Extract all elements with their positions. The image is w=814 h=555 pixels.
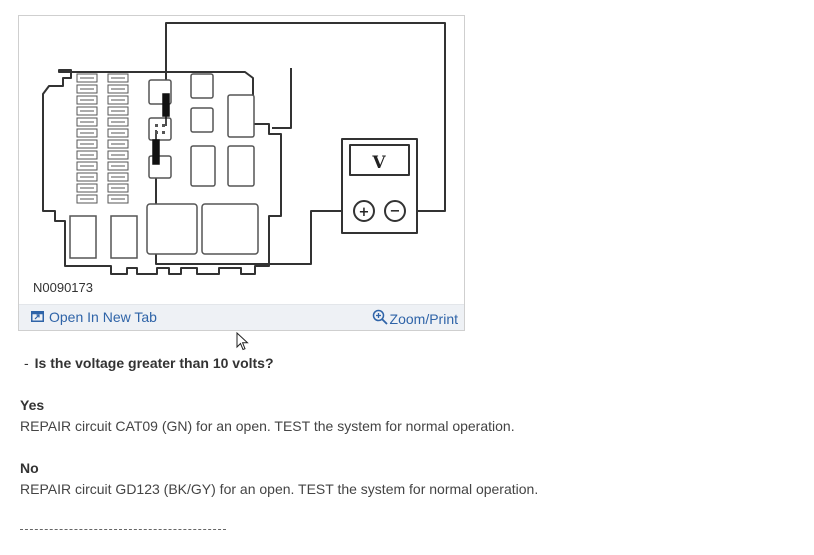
fuse-slot	[190, 145, 216, 187]
relay	[146, 203, 198, 255]
voltmeter-plus-terminal	[353, 200, 375, 222]
relay	[201, 203, 259, 255]
open-in-new-tab-icon	[31, 309, 44, 325]
negative-lead-wire	[165, 22, 446, 212]
zoom-print-link[interactable]: Zoom/Print	[372, 309, 458, 328]
yes-label: Yes	[20, 397, 45, 413]
voltmeter-display	[349, 144, 410, 176]
probe-negative	[162, 93, 170, 117]
zoom-in-icon	[372, 309, 388, 328]
fuse-slot	[227, 94, 255, 138]
wiring-figure: V + − N0090173 Open In New Tab	[18, 15, 465, 331]
no-instruction: REPAIR circuit GD123 (BK/GY) for an open…	[20, 481, 539, 497]
zoom-print-label: Zoom/Print	[389, 310, 458, 327]
step-question: -Is the voltage greater than 10 volts?	[24, 355, 274, 371]
open-in-new-tab-label: Open In New Tab	[49, 309, 157, 325]
relay-slot	[69, 215, 97, 259]
mouse-pointer-icon	[236, 332, 249, 351]
fuse-box-voltmeter-diagram: V + −	[42, 22, 446, 275]
no-label: No	[20, 460, 39, 476]
fuse-slot	[190, 107, 214, 133]
minus-symbol: −	[390, 204, 401, 219]
relay-slot	[110, 215, 138, 259]
question-text: Is the voltage greater than 10 volts?	[34, 355, 274, 371]
figure-id: N0090173	[33, 280, 93, 295]
probe-positive	[152, 139, 160, 165]
section-divider	[20, 529, 226, 530]
yes-instruction: REPAIR circuit CAT09 (GN) for an open. T…	[20, 418, 515, 434]
open-in-new-tab-link[interactable]: Open In New Tab	[31, 309, 157, 325]
fuse-box-outline	[42, 69, 282, 275]
fuse-slot	[227, 145, 255, 187]
plus-symbol: +	[359, 205, 370, 220]
mini-fuse-array	[76, 73, 129, 204]
fuse-slot-under-test	[148, 117, 172, 141]
voltmeter-label: V	[371, 153, 386, 173]
question-bullet: -	[24, 355, 29, 371]
voltmeter-minus-terminal	[384, 200, 406, 222]
fuse-slot	[190, 73, 214, 99]
bracket	[272, 68, 292, 129]
figure-toolbar: Open In New Tab Zoom/Print	[19, 304, 464, 330]
